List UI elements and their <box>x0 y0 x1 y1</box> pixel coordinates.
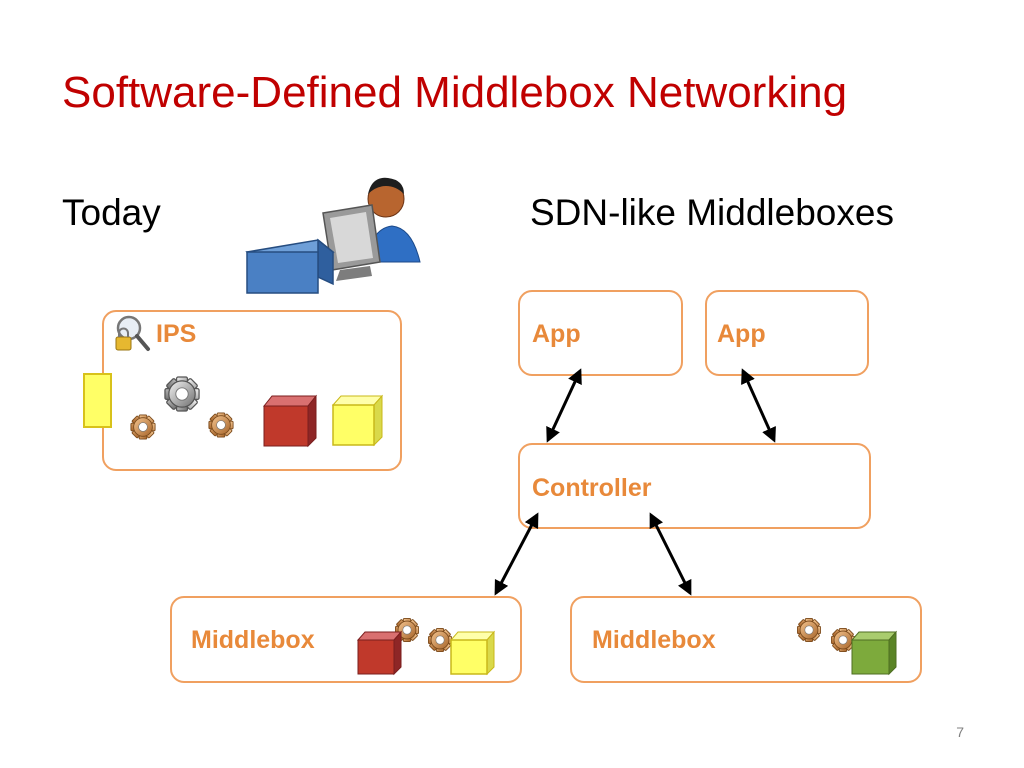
controller-label: Controller <box>532 474 652 502</box>
slide-title: Software-Defined Middlebox Networking <box>62 68 848 117</box>
page-number: 7 <box>956 724 964 740</box>
app-box-left: App <box>518 290 683 376</box>
today-heading: Today <box>62 192 161 233</box>
middlebox-right-label: Middlebox <box>592 626 716 654</box>
middlebox-right-green-cube-icon <box>850 630 898 676</box>
app-left-label: App <box>532 320 581 348</box>
middlebox-left-red-cube-icon <box>356 630 403 676</box>
app-right-label: App <box>717 320 766 348</box>
middlebox-left-gears-icon <box>394 617 453 653</box>
arrow-controller-middlebox-left <box>494 512 539 596</box>
middlebox-left-label: Middlebox <box>191 626 315 654</box>
arrow-app-right-controller <box>741 368 776 443</box>
yellow-tall-block <box>83 373 112 428</box>
gears-icon <box>130 376 234 440</box>
arrow-controller-middlebox-right <box>649 512 692 596</box>
lock-search-icon <box>115 315 150 351</box>
red-cube-icon <box>262 394 318 448</box>
operator-icon <box>322 177 421 281</box>
ips-label: IPS <box>156 320 197 348</box>
app-box-right: App <box>705 290 869 376</box>
middlebox-left-yellow-cube-icon <box>449 630 496 676</box>
sdn-heading: SDN-like Middleboxes <box>530 192 894 233</box>
server-cube-icon <box>245 238 335 294</box>
controller-box: Controller <box>518 443 871 529</box>
arrow-app-left-controller <box>546 368 582 443</box>
middlebox-right-gears-icon <box>796 617 856 653</box>
yellow-cube-icon <box>331 394 384 447</box>
